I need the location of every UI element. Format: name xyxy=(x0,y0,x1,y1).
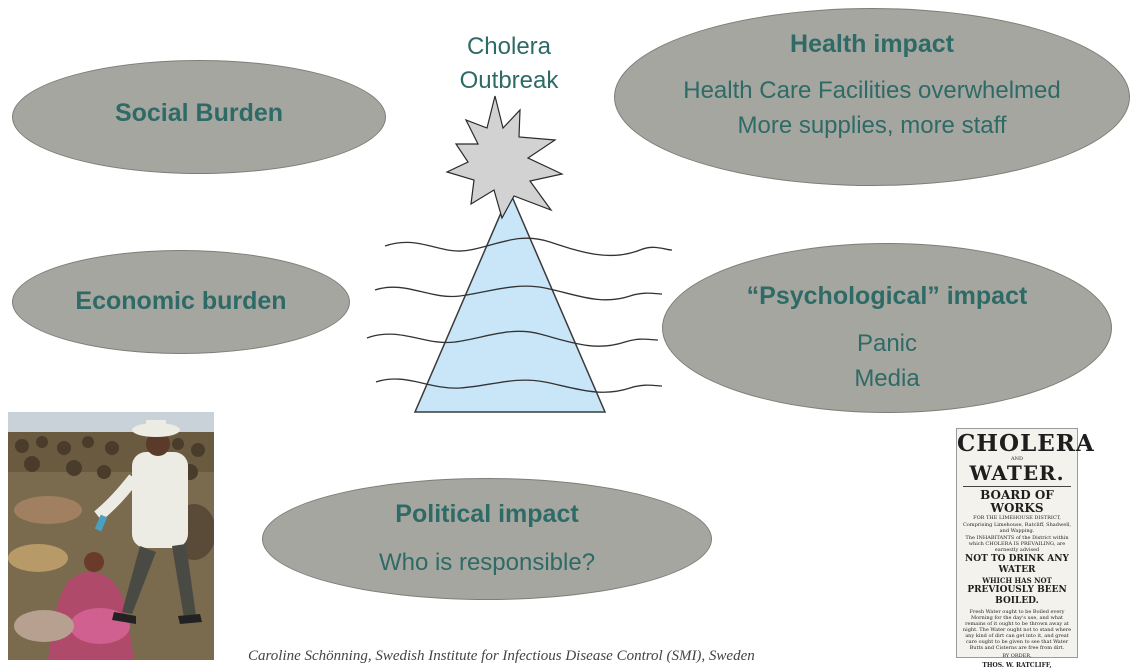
poster-warning-1: NOT TO DRINK ANY WATER xyxy=(965,554,1069,575)
social-burden-title: Social Burden xyxy=(114,99,284,127)
poster-signature: THOS. W. RATCLIFF, xyxy=(982,662,1052,669)
poster-warning-2: WHICH HAS NOT xyxy=(982,576,1052,585)
health-impact-title: Health impact xyxy=(790,30,954,58)
economic-burden-title: Economic burden xyxy=(75,287,287,315)
psychological-impact-ellipse: “Psychological” impact Panic Media xyxy=(662,243,1112,413)
poster-inhabitants: The INHABITANTS of the District within w… xyxy=(965,535,1069,553)
outbreak-label: Cholera Outbreak xyxy=(418,30,600,98)
health-impact-ellipse: Health impact Health Care Facilities ove… xyxy=(614,8,1130,186)
credit-line: Caroline Schönning, Swedish Institute fo… xyxy=(248,648,755,664)
wave-line-4 xyxy=(375,378,663,393)
poster-by-order: BY ORDER, xyxy=(1002,653,1032,659)
poster-divider xyxy=(963,486,1071,487)
poster-comprising: Comprising Limehouse, Ratcliff, Shadwell… xyxy=(963,522,1071,534)
psychological-impact-title: “Psychological” impact xyxy=(746,282,1028,310)
outbreak-line-1: Cholera xyxy=(466,33,552,60)
pyramid-shape xyxy=(413,190,607,413)
poster-body: Fresh Water ought to be Boiled every Mor… xyxy=(962,609,1072,651)
political-impact-line-1: Who is responsible? xyxy=(378,549,596,576)
outbreak-line-2: Outbreak xyxy=(459,67,559,94)
economic-burden-ellipse: Economic burden xyxy=(12,250,350,354)
political-impact-title: Political impact xyxy=(395,500,579,528)
psychological-impact-line-1: Panic xyxy=(856,330,918,357)
political-impact-ellipse: Political impact Who is responsible? xyxy=(262,478,712,600)
cholera-water-poster: CHOLERA AND WATER. BOARD OF WORKS FOR TH… xyxy=(956,428,1095,669)
health-impact-line-1: Health Care Facilities overwhelmed xyxy=(683,77,1061,104)
poster-board-of-works: BOARD OF WORKS xyxy=(980,488,1054,515)
wave-line-2 xyxy=(374,285,663,301)
poster-district: FOR THE LIMEHOUSE DISTRICT, xyxy=(973,515,1061,521)
poster-and: AND xyxy=(1011,456,1023,462)
poster-warning-3: PREVIOUSLY BEEN BOILED. xyxy=(967,585,1067,606)
social-burden-ellipse: Social Burden xyxy=(12,60,386,174)
wave-line-1 xyxy=(384,237,673,257)
wave-line-3 xyxy=(366,330,659,347)
health-impact-line-2: More supplies, more staff xyxy=(737,112,1007,139)
psychological-impact-line-2: Media xyxy=(854,365,920,392)
outbreak-star-icon xyxy=(445,95,564,220)
poster-title-water: WATER. xyxy=(969,461,1065,485)
cholera-victims-photo xyxy=(8,412,214,660)
poster-title-cholera: CHOLERA xyxy=(957,430,1095,457)
